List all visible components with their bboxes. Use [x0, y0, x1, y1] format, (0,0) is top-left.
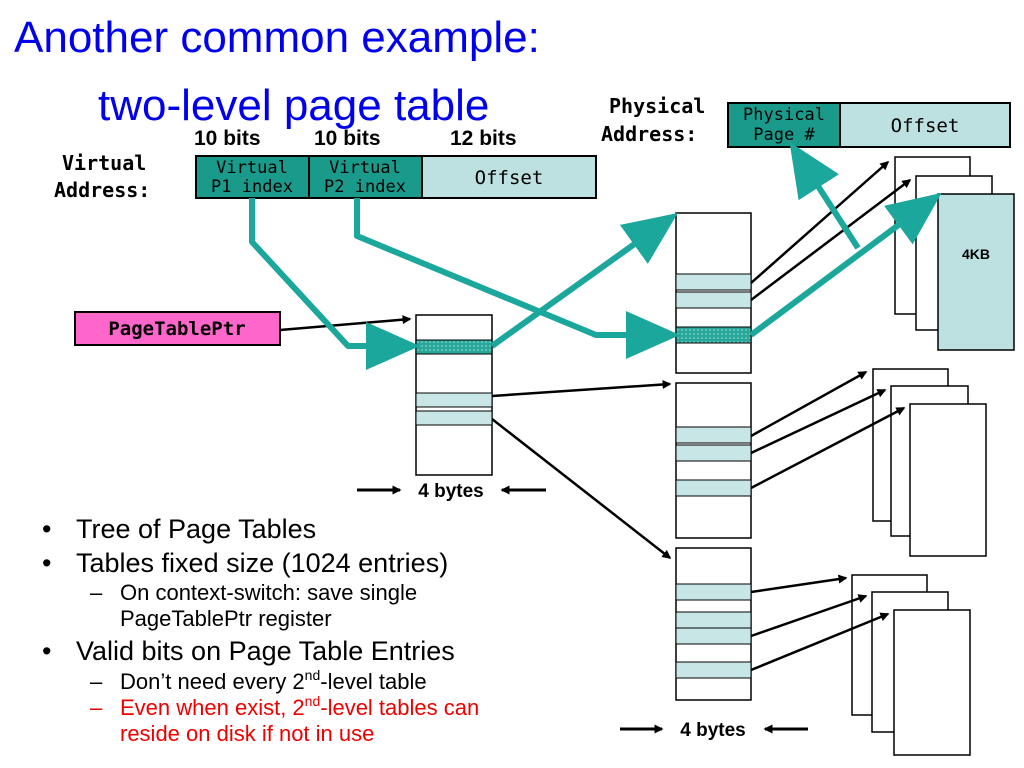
svg-text:•: •: [42, 636, 51, 666]
page-table-ptr-box: [74, 311, 281, 346]
svg-text:–: –: [90, 580, 103, 605]
bullet-valid-bits: Valid bits on Page Table Entries: [76, 636, 455, 666]
first-level-table: [415, 314, 493, 476]
physical-offset-field: [839, 102, 1011, 148]
virtual-offset-text: Offset: [475, 167, 544, 189]
entry-width-label-2: 4 bytes: [620, 720, 808, 741]
translation-arrows: [249, 141, 942, 370]
virtual-offset-field: [421, 155, 597, 199]
bullet-list: • Tree of Page Tables • Tables fixed siz…: [42, 514, 479, 746]
pointer-arrows: [279, 161, 912, 672]
bits-label-offset: 12 bits: [450, 127, 517, 150]
p2-field-text-line-1: Virtual: [329, 158, 401, 178]
second-level-table-a: [675, 212, 752, 374]
sub-bullet-reside-on-disk-line-2: reside on disk if not in use: [120, 721, 374, 746]
title-line-1: Another common example:: [14, 13, 540, 62]
sub-bullet-dont-need-every-table: Don’t need every 2nd-level table: [120, 667, 427, 694]
physical-address-label-line-2: Address:: [601, 122, 697, 146]
virtual-address-label-line-1: Virtual: [62, 151, 146, 175]
physical-address-label-line-1: Physical: [609, 94, 705, 118]
entry-width-text-1: 4 bytes: [418, 481, 483, 502]
virtual-address-label-line-2: Address:: [54, 178, 150, 202]
bits-label-p2: 10 bits: [314, 127, 381, 150]
sub-bullet-context-switch-line-1: On context-switch: save single: [120, 580, 417, 605]
sub-bullet-context-switch-line-2: PageTablePtr register: [120, 606, 332, 631]
physical-address-fields: Physical Page # Offset: [727, 102, 1011, 148]
svg-text:–: –: [90, 695, 103, 720]
virtual-p2-index-field: [308, 155, 423, 199]
page-table-ptr-label: PageTablePtr: [108, 318, 245, 340]
entry-width-label-1: 4 bytes: [357, 481, 546, 502]
title-line-2: two-level page table: [98, 81, 489, 130]
physical-offset-text: Offset: [891, 115, 960, 137]
second-level-table-b: [675, 382, 752, 539]
entry-width-text-2: 4 bytes: [680, 720, 745, 741]
p2-field-text-line-2: P2 index: [324, 177, 406, 197]
page-size-label: 4KB: [962, 246, 990, 262]
physical-page-stack-1: 4KB: [894, 156, 1015, 351]
sub-bullet-reside-on-disk-line-1: Even when exist, 2nd-level tables can: [120, 693, 479, 720]
bullet-tables-fixed-size: Tables fixed size (1024 entries): [76, 548, 448, 578]
second-level-table-c: [675, 547, 752, 701]
physical-page-stack-2: [872, 368, 987, 557]
virtual-address-fields: Virtual P1 index Virtual P2 index Offset: [195, 155, 597, 199]
svg-text:•: •: [42, 514, 51, 544]
physical-page-text-line-2: Page #: [753, 125, 815, 145]
virtual-p1-index-field: [195, 155, 310, 199]
bits-label-p1: 10 bits: [194, 127, 261, 150]
physical-page-stack-3: [851, 574, 971, 756]
svg-text:–: –: [90, 669, 103, 694]
physical-page-text-line-1: Physical: [743, 105, 825, 125]
physical-page-4kb: [937, 193, 1015, 351]
p1-field-text-line-1: Virtual: [216, 158, 288, 178]
bullet-tree-of-page-tables: Tree of Page Tables: [76, 514, 316, 544]
p1-field-text-line-2: P1 index: [211, 177, 293, 197]
svg-text:•: •: [42, 548, 51, 578]
